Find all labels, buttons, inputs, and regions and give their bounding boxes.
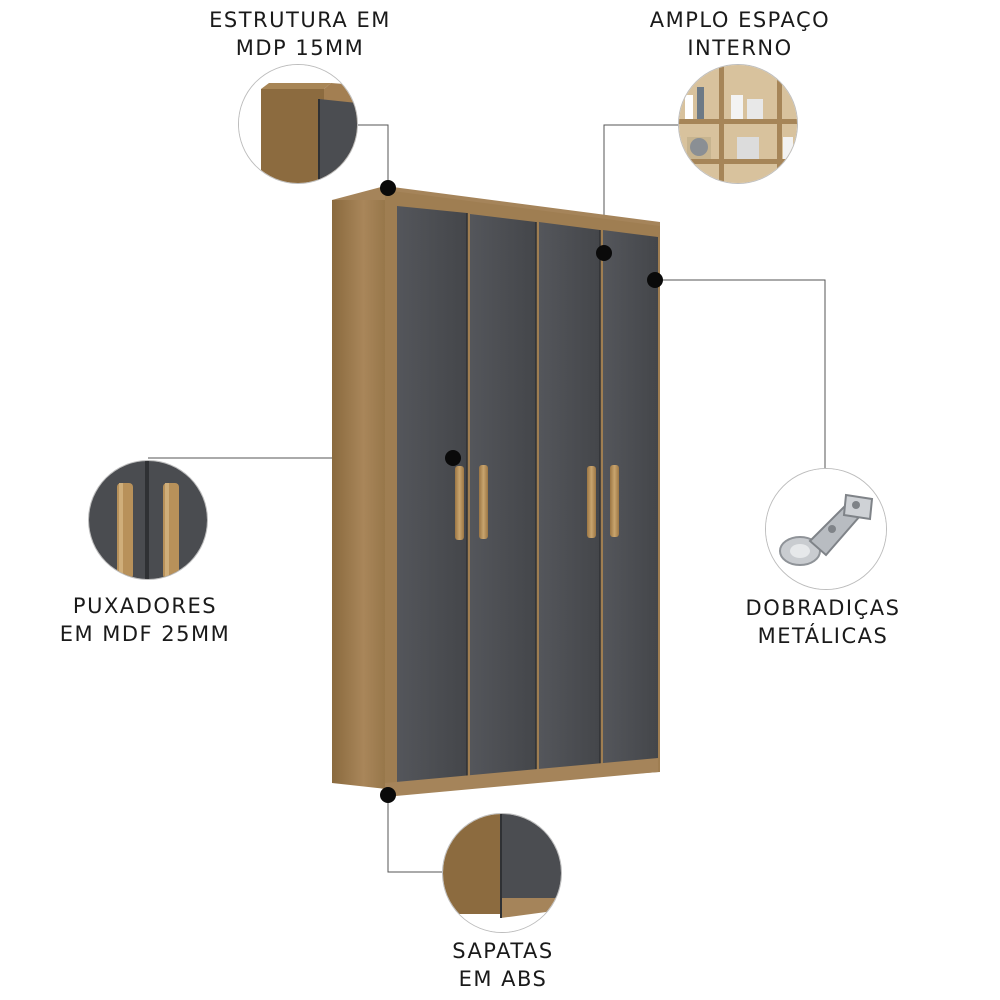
label-structure: ESTRUTURA EM MDP 15MM bbox=[195, 6, 405, 62]
detail-structure-image bbox=[238, 64, 358, 184]
callout-line-feet bbox=[387, 795, 442, 873]
detail-space-image bbox=[678, 64, 798, 184]
base-panel bbox=[385, 758, 658, 797]
callout-line-space bbox=[603, 124, 678, 252]
callout-dots bbox=[380, 180, 663, 803]
label-hinges-line2: METÁLICAS bbox=[757, 624, 889, 648]
callout-line-structure bbox=[355, 124, 389, 188]
label-handles-line2: EM MDF 25MM bbox=[59, 622, 231, 646]
door-3 bbox=[539, 222, 600, 772]
handle-3 bbox=[587, 466, 596, 538]
label-hinges-line1: DOBRADIÇAS bbox=[745, 596, 901, 620]
label-structure-line2: MDP 15MM bbox=[235, 36, 365, 60]
label-hinges: DOBRADIÇAS METÁLICAS bbox=[718, 594, 928, 650]
dot-hinges bbox=[647, 272, 663, 288]
detail-handles-image bbox=[88, 460, 208, 580]
door-2 bbox=[470, 214, 536, 776]
dot-space bbox=[596, 245, 612, 261]
dot-handles bbox=[445, 450, 461, 466]
door-1 bbox=[397, 206, 467, 783]
door-4 bbox=[603, 230, 658, 768]
side-panel bbox=[332, 196, 395, 790]
label-feet: SAPATAS EM ABS bbox=[398, 937, 608, 993]
dot-structure bbox=[380, 180, 396, 196]
label-space-line1: AMPLO ESPAÇO bbox=[649, 8, 831, 32]
handle-4 bbox=[610, 465, 619, 537]
label-handles-line1: PUXADORES bbox=[72, 594, 218, 618]
label-feet-line2: EM ABS bbox=[458, 967, 548, 991]
callout-line-hinges bbox=[655, 279, 826, 468]
detail-feet-image bbox=[442, 813, 562, 933]
detail-hinges-image bbox=[765, 468, 887, 590]
dot-feet bbox=[380, 787, 396, 803]
label-space: AMPLO ESPAÇO INTERNO bbox=[635, 6, 845, 62]
wardrobe bbox=[332, 186, 660, 797]
handle-1 bbox=[455, 466, 464, 540]
handle-2 bbox=[479, 465, 488, 539]
label-space-line2: INTERNO bbox=[687, 36, 793, 60]
label-handles: PUXADORES EM MDF 25MM bbox=[40, 592, 250, 648]
label-structure-line1: ESTRUTURA EM bbox=[209, 8, 391, 32]
label-feet-line1: SAPATAS bbox=[452, 939, 554, 963]
